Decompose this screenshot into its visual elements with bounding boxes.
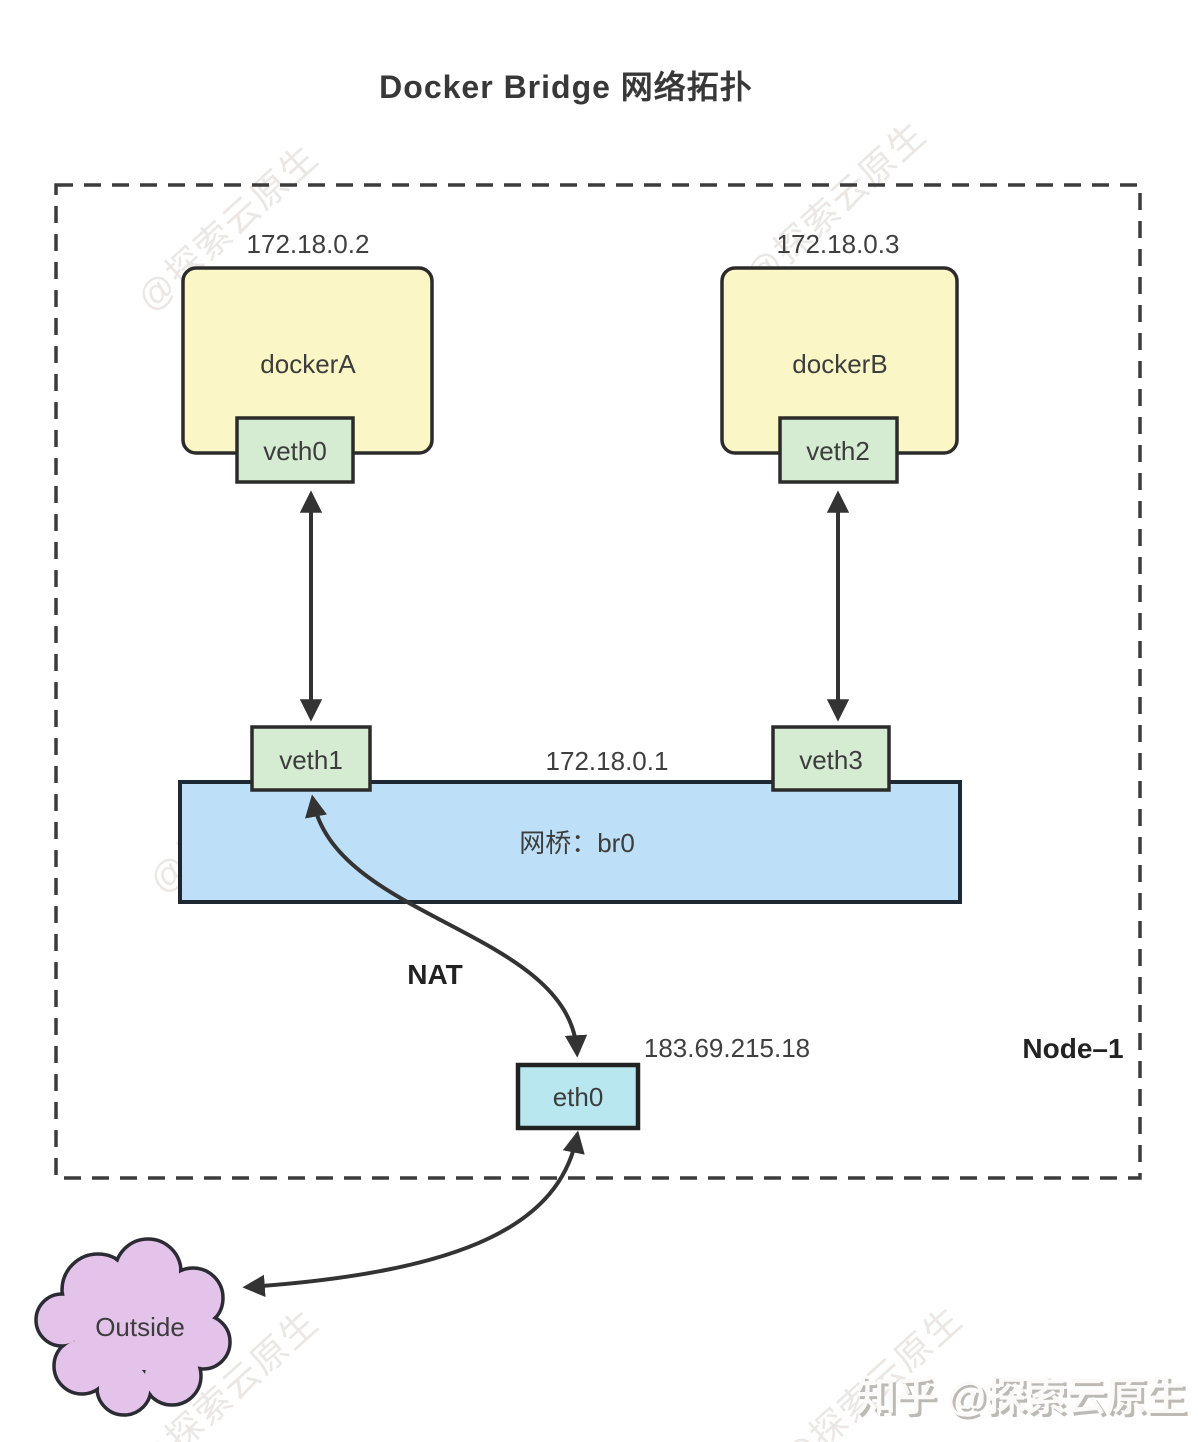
- dockerA-label: dockerA: [260, 349, 356, 379]
- veth1-label: veth1: [279, 745, 343, 775]
- outside-link-arrow: [242, 1130, 585, 1298]
- veth2-box: [778, 416, 899, 484]
- outside-cloud: Outside: [34, 1237, 232, 1417]
- container-dockerA: 172.18.0.2 dockerA veth0: [181, 229, 434, 484]
- nat-link-arrow: [305, 794, 588, 1058]
- veth3-box: [771, 725, 891, 792]
- outside-label: Outside: [95, 1312, 185, 1342]
- dockerB-label: dockerB: [792, 349, 887, 379]
- veth1-box: [250, 725, 372, 792]
- dockerA-ip-label: 172.18.0.2: [247, 229, 370, 259]
- node-label: Node–1: [1022, 1033, 1123, 1064]
- eth0-group: eth0 183.69.215.18: [515, 1033, 810, 1131]
- bridge-ip-label: 172.18.0.1: [546, 746, 669, 776]
- veth0-box: [235, 416, 355, 484]
- eth0-ip-label: 183.69.215.18: [644, 1033, 810, 1063]
- nat-label: NAT: [407, 959, 462, 990]
- eth0-label: eth0: [553, 1082, 604, 1112]
- zhihu-watermark-shadow: 知乎 @探索云原生: [859, 1378, 1189, 1422]
- bridge-label: 网桥：br0: [519, 828, 635, 858]
- node-boundary: [54, 183, 1142, 1180]
- container-dockerB: 172.18.0.3 dockerB veth2: [720, 229, 959, 484]
- veth2-label: veth2: [806, 436, 870, 466]
- diagram-title: Docker Bridge 网络拓扑: [379, 69, 753, 105]
- veth0-label: veth0: [263, 436, 327, 466]
- veth3-label: veth3: [799, 745, 863, 775]
- dockerB-ip-label: 172.18.0.3: [777, 229, 900, 259]
- eth0-box: [515, 1062, 641, 1131]
- zhihu-watermark: 知乎 @探索云原生 知乎 @探索云原生: [856, 1375, 1189, 1422]
- zhihu-watermark-text: 知乎 @探索云原生: [856, 1375, 1186, 1419]
